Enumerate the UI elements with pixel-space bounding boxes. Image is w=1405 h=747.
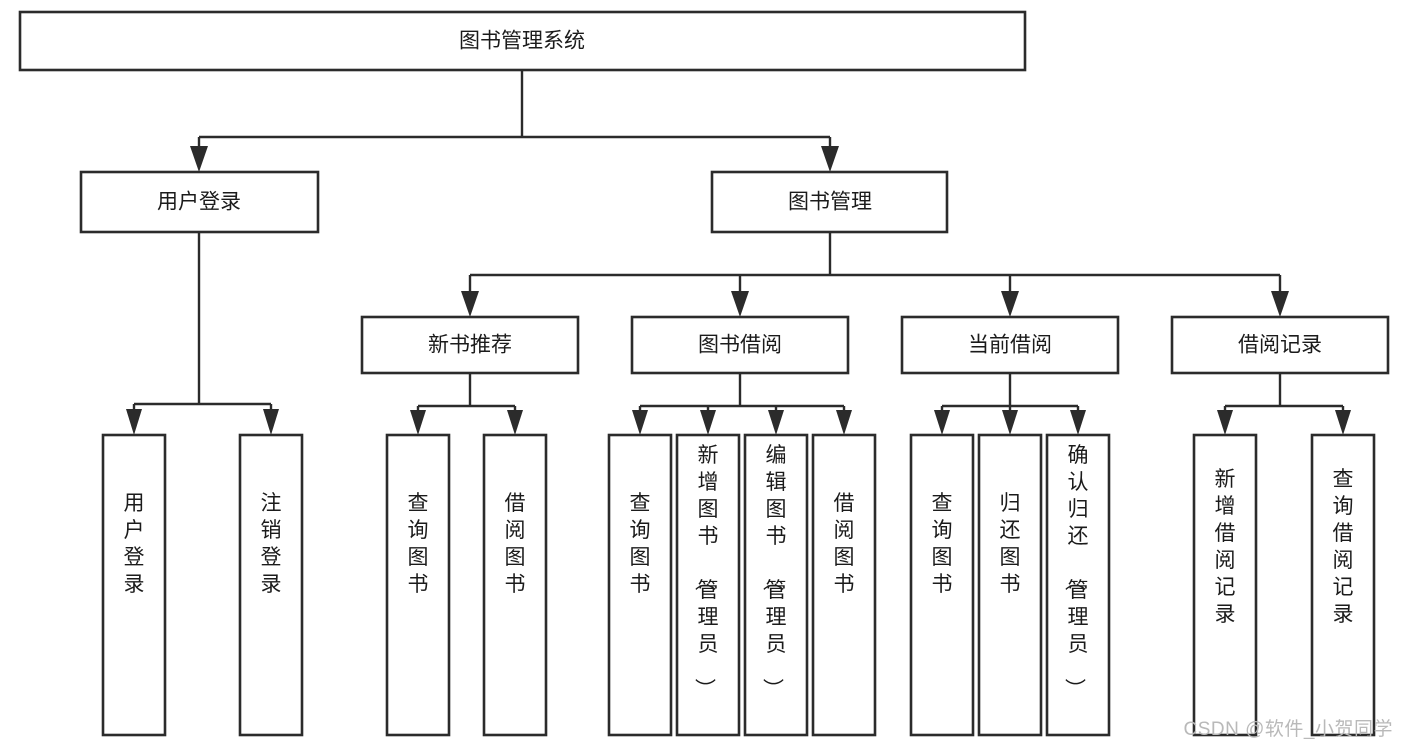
leaf-new-book-1-label: 查询图书 <box>408 492 429 596</box>
connectors-bookborrow-to-leaves <box>632 373 852 435</box>
node-user-login-box[interactable] <box>79 170 320 234</box>
arrow-head-icon <box>126 409 142 435</box>
arrow-head-icon <box>507 410 523 435</box>
leaf-user-login-2-box[interactable] <box>238 433 304 737</box>
arrow-head-icon <box>1271 291 1289 317</box>
node-root-system-box[interactable] <box>18 10 1027 72</box>
connectors-userlogin-to-leaves <box>126 232 279 435</box>
leaf-book-borrow-4[interactable]: 借阅图书 <box>811 433 877 737</box>
arrow-head-icon <box>1070 410 1086 435</box>
node-book-borrow-box[interactable] <box>630 315 850 375</box>
leaf-new-book-2[interactable]: 借阅图书 <box>482 433 548 737</box>
arrow-head-icon <box>410 410 426 435</box>
leaf-current-borrow-3-box[interactable] <box>1045 433 1111 737</box>
leaf-current-borrow-2[interactable]: 归还图书 <box>977 433 1043 737</box>
leaf-book-borrow-1[interactable]: 查询图书 <box>607 433 673 737</box>
node-book-management-label: 图书管理 <box>788 191 872 214</box>
leaf-new-book-1-box[interactable] <box>385 433 451 737</box>
leaf-borrow-record-1-label: 新增借阅记录 <box>1215 468 1236 626</box>
node-current-borrow-box[interactable] <box>900 315 1120 375</box>
arrow-head-icon <box>934 410 950 435</box>
leaf-book-borrow-3-label: 编辑图书（管理员） <box>761 444 787 699</box>
connectors-newbook-to-leaves <box>410 373 523 435</box>
arrow-head-icon <box>768 410 784 435</box>
leaf-user-login-1-label: 用户登录 <box>124 492 145 596</box>
leaf-borrow-record-1-box[interactable] <box>1192 433 1258 737</box>
arrow-head-icon <box>1217 410 1233 435</box>
node-new-book-recommend-label: 新书推荐 <box>428 334 512 357</box>
leaf-user-login-1-box[interactable] <box>101 433 167 737</box>
leaf-current-borrow-2-label: 归还图书 <box>1000 492 1021 596</box>
leaf-borrow-record-2-label: 查询借阅记录 <box>1333 468 1354 626</box>
arrow-head-icon <box>821 146 839 172</box>
connectors-borrowrecord-to-leaves <box>1217 373 1351 435</box>
connectors-bookmgmt-to-level3 <box>461 232 1289 317</box>
node-book-borrow[interactable]: 图书借阅 <box>630 315 850 375</box>
leaf-user-login-1[interactable]: 用户登录 <box>101 433 167 737</box>
leaf-borrow-record-2-box[interactable] <box>1310 433 1376 737</box>
arrow-head-icon <box>1001 291 1019 317</box>
arrow-head-icon <box>461 291 479 317</box>
leaf-current-borrow-2-box[interactable] <box>977 433 1043 737</box>
leaf-book-borrow-4-box[interactable] <box>811 433 877 737</box>
leaf-book-borrow-3-box[interactable] <box>743 433 809 737</box>
leaf-book-borrow-1-label: 查询图书 <box>630 492 651 596</box>
arrow-head-icon <box>263 409 279 435</box>
node-borrow-record-box[interactable] <box>1170 315 1390 375</box>
node-borrow-record[interactable]: 借阅记录 <box>1170 315 1390 375</box>
leaf-new-book-1[interactable]: 查询图书 <box>385 433 451 737</box>
leaf-book-borrow-2-box[interactable] <box>675 433 741 737</box>
leaf-borrow-record-2[interactable]: 查询借阅记录 <box>1310 433 1376 737</box>
leaf-borrow-record-1[interactable]: 新增借阅记录 <box>1192 433 1258 737</box>
node-borrow-record-label: 借阅记录 <box>1238 334 1322 357</box>
leaf-current-borrow-1-label: 查询图书 <box>932 492 953 596</box>
node-user-login-label: 用户登录 <box>157 191 241 214</box>
node-new-book-recommend[interactable]: 新书推荐 <box>360 315 580 375</box>
leaf-book-borrow-1-box[interactable] <box>607 433 673 737</box>
leaf-user-login-2-label: 注销登录 <box>261 492 282 596</box>
node-current-borrow[interactable]: 当前借阅 <box>900 315 1120 375</box>
arrow-head-icon <box>1335 410 1351 435</box>
node-root-system-label: 图书管理系统 <box>459 30 585 53</box>
arrow-head-icon <box>632 410 648 435</box>
node-book-management-box[interactable] <box>710 170 949 234</box>
node-current-borrow-label: 当前借阅 <box>968 334 1052 357</box>
connectors-currentborrow-to-leaves <box>934 373 1086 435</box>
node-root-system[interactable]: 图书管理系统 <box>18 10 1027 72</box>
leaf-current-borrow-1-box[interactable] <box>909 433 975 737</box>
leaf-new-book-2-label: 借阅图书 <box>505 492 526 596</box>
leaf-current-borrow-1[interactable]: 查询图书 <box>909 433 975 737</box>
leaf-book-borrow-3[interactable]: 编辑图书（管理员） <box>743 433 809 737</box>
leaf-current-borrow-3-label: 确认归还（管理员） <box>1063 444 1089 699</box>
leaf-book-borrow-4-label: 借阅图书 <box>834 492 855 596</box>
node-user-login[interactable]: 用户登录 <box>79 170 320 234</box>
arrow-head-icon <box>700 410 716 435</box>
leaf-user-login-2[interactable]: 注销登录 <box>238 433 304 737</box>
node-new-book-recommend-box[interactable] <box>360 315 580 375</box>
leaf-new-book-2-box[interactable] <box>482 433 548 737</box>
arrow-head-icon <box>1002 410 1018 435</box>
arrow-head-icon <box>731 291 749 317</box>
node-book-borrow-label: 图书借阅 <box>698 334 782 357</box>
leaf-current-borrow-3[interactable]: 确认归还（管理员） <box>1045 433 1111 737</box>
leaf-book-borrow-2-label: 新增图书（管理员） <box>693 444 719 699</box>
arrow-head-icon <box>190 146 208 172</box>
leaf-book-borrow-2[interactable]: 新增图书（管理员） <box>675 433 741 737</box>
node-book-management[interactable]: 图书管理 <box>710 170 949 234</box>
arrow-head-icon <box>836 410 852 435</box>
connectors-root-to-level2 <box>190 70 839 172</box>
